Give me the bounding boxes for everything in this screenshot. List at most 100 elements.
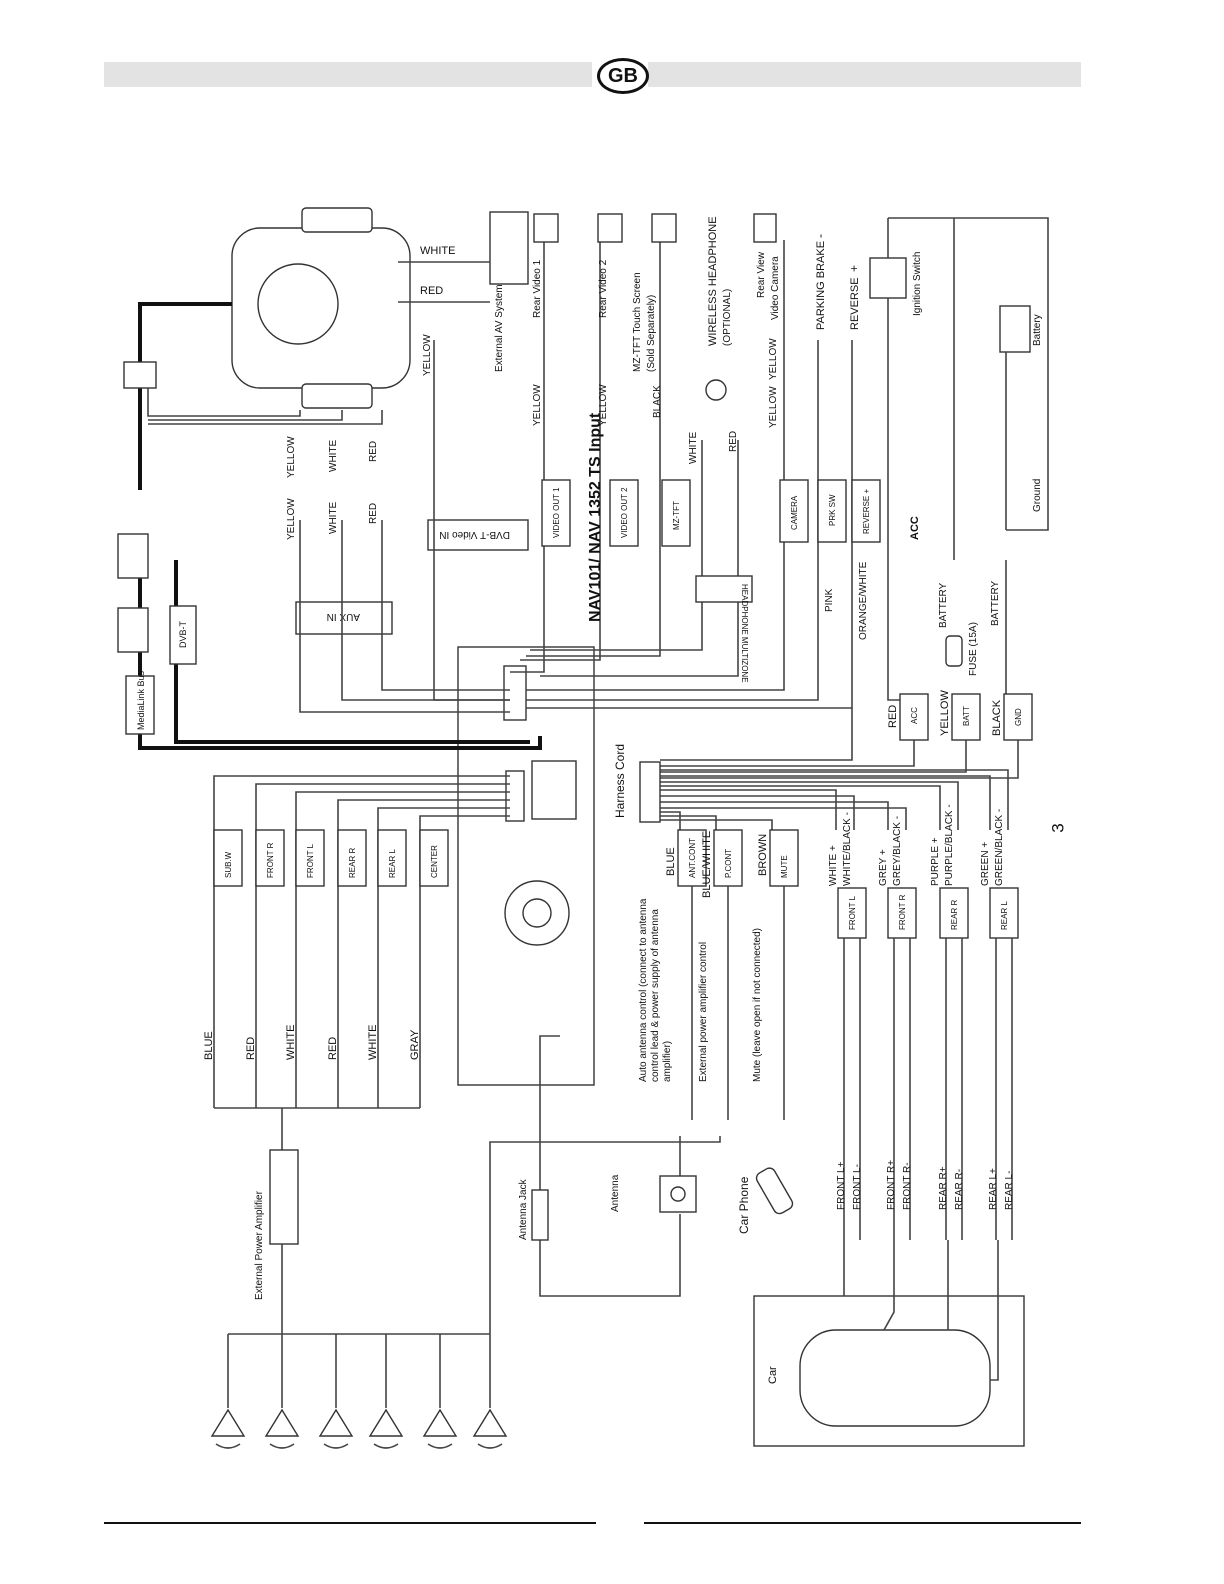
hdmi-connector-1 bbox=[117, 533, 149, 579]
antenna-label: Antenna bbox=[610, 1174, 621, 1212]
dvbt-video-in-box bbox=[427, 519, 529, 551]
speaker-icon-5 bbox=[472, 1408, 508, 1437]
control-box-label-0: ANT.CONT bbox=[688, 838, 697, 878]
speaker-box-label-1: FRONT R bbox=[898, 894, 907, 930]
red-power-label: RED bbox=[887, 705, 899, 728]
antenna-wire bbox=[539, 1035, 681, 1297]
rear-video-1-color: YELLOW bbox=[532, 384, 543, 426]
speaker-icon-2 bbox=[318, 1408, 354, 1437]
output-color-4: WHITE bbox=[367, 1025, 379, 1060]
medialink-bus-box bbox=[125, 675, 155, 735]
speaker-wires-3 bbox=[995, 938, 1013, 1240]
control-color-2: BROWN bbox=[757, 834, 769, 876]
medialink-bus-label: MediaLink Bus bbox=[136, 670, 146, 730]
speaker-box-3 bbox=[989, 887, 1019, 939]
medialink-bus-cable bbox=[138, 302, 542, 750]
parking-brake-label: PARKING BRAKE bbox=[815, 241, 827, 330]
speaker-neg-0: WHITE/BLACK - bbox=[842, 812, 853, 886]
control-box-0 bbox=[677, 829, 707, 887]
speaker-lead-pos-0: FRONT L+ bbox=[836, 1161, 847, 1210]
rear-video-2-color: YELLOW bbox=[598, 384, 609, 426]
output-color-2: WHITE bbox=[285, 1025, 297, 1060]
reverse-box bbox=[851, 479, 881, 543]
gnd-box-label: GND bbox=[1014, 708, 1023, 726]
aux-white-bottom: WHITE bbox=[328, 501, 339, 534]
reverse-box-label: REVERSE + bbox=[862, 489, 871, 534]
aux-in-label: AUX IN bbox=[327, 611, 360, 622]
output-box-label-3: REAR R bbox=[348, 848, 357, 878]
output-color-3: RED bbox=[327, 1037, 339, 1060]
fuse-label: FUSE (15A) bbox=[968, 622, 979, 676]
aux-red-bottom: RED bbox=[368, 503, 379, 524]
speaker-wave-icon-2 bbox=[323, 1443, 349, 1449]
mz-tft-box bbox=[661, 479, 691, 547]
ext-av-label: External AV System bbox=[494, 284, 505, 372]
speaker-wave-icon-5 bbox=[477, 1443, 503, 1449]
camera-yellow-2: YELLOW bbox=[768, 386, 779, 428]
control-box-label-2: MUTE bbox=[780, 855, 789, 878]
medialink-bus-connector bbox=[123, 361, 157, 389]
control-desc-0-2: amplifier) bbox=[662, 1041, 673, 1082]
ignition-switch-box bbox=[869, 257, 907, 299]
battery-box bbox=[999, 305, 1031, 353]
harness-label: Harness Cord bbox=[613, 744, 627, 818]
speaker-box-label-2: REAR R bbox=[950, 900, 959, 930]
output-box-4 bbox=[377, 829, 407, 887]
dvbt-video-wire bbox=[433, 340, 510, 701]
footer-line-right bbox=[644, 1522, 1081, 1524]
speaker-icon-0 bbox=[210, 1408, 246, 1437]
control-desc-0-1: control lead & power supply of antenna bbox=[650, 909, 661, 1082]
camera-yellow-1: YELLOW bbox=[768, 338, 779, 380]
camera-label: Rear View bbox=[756, 251, 767, 298]
acc-box bbox=[899, 693, 929, 741]
batt-box-label: BATT bbox=[962, 706, 971, 726]
speaker-neg-2: PURPLE/BLACK - bbox=[944, 804, 955, 886]
speaker-box-label-3: REAR L bbox=[1000, 901, 1009, 930]
mz-tft-color: BLACK bbox=[652, 385, 663, 418]
ext-av-red: RED bbox=[420, 285, 443, 297]
video-out-1-label: VIDEO OUT 1 bbox=[552, 487, 561, 538]
speaker-wave-icon-1 bbox=[269, 1443, 295, 1449]
ignition-switch-label: Ignition Switch bbox=[912, 252, 923, 316]
headphone-icon bbox=[705, 379, 727, 401]
head-unit-fan-hub-icon bbox=[522, 898, 552, 928]
control-descriptions: Auto antenna control (connect to antenna… bbox=[638, 898, 763, 1082]
head-unit-rca-block bbox=[503, 665, 527, 721]
dvbt-yellow: YELLOW bbox=[422, 334, 433, 376]
output-color-1: RED bbox=[245, 1037, 257, 1060]
aux-white-top: WHITE bbox=[328, 439, 339, 472]
control-box-label-1: P.CONT bbox=[724, 849, 733, 878]
ext-av-device bbox=[489, 211, 529, 285]
acc-label: ACC bbox=[909, 516, 921, 540]
control-color-1: BLUE/WHITE bbox=[701, 831, 713, 898]
aux-yellow-top: YELLOW bbox=[286, 436, 297, 478]
speaker-icon-3 bbox=[368, 1408, 404, 1437]
battery-label: Battery bbox=[1032, 314, 1043, 346]
output-color-5: GRAY bbox=[409, 1029, 421, 1060]
video-out-1-box bbox=[541, 479, 571, 547]
prk-sw-box bbox=[817, 479, 847, 543]
gnd-box bbox=[1003, 693, 1033, 741]
mz-tft-sub: (Sold Separately) bbox=[646, 295, 657, 372]
header-bar-left bbox=[104, 62, 592, 87]
prk-sw-box-label: PRK SW bbox=[828, 494, 837, 526]
header-bar-right bbox=[648, 62, 1081, 87]
speaker-wires-2 bbox=[945, 938, 963, 1240]
speaker-wave-icon-0 bbox=[215, 1443, 241, 1449]
dvbt-box bbox=[169, 605, 197, 665]
speaker-pos-2: PURPLE + bbox=[930, 837, 941, 886]
headphone-white: WHITE bbox=[688, 431, 699, 464]
video-out-wires bbox=[510, 240, 853, 709]
acc-box-label: ACC bbox=[910, 707, 919, 724]
car-body-icon bbox=[799, 1329, 991, 1427]
headphone-label: WIRELESS HEADPHONE bbox=[707, 216, 719, 346]
aux-yellow-bottom: YELLOW bbox=[286, 498, 297, 540]
speaker-icon-4 bbox=[422, 1408, 458, 1437]
speaker-lead-neg-2: REAR R- bbox=[954, 1169, 965, 1210]
output-box-2 bbox=[295, 829, 325, 887]
speaker-box-label-0: FRONT L bbox=[848, 895, 857, 930]
footer-line-left bbox=[104, 1522, 596, 1524]
output-box-label-2: FRONT L bbox=[306, 843, 315, 878]
camera-device bbox=[753, 213, 777, 243]
